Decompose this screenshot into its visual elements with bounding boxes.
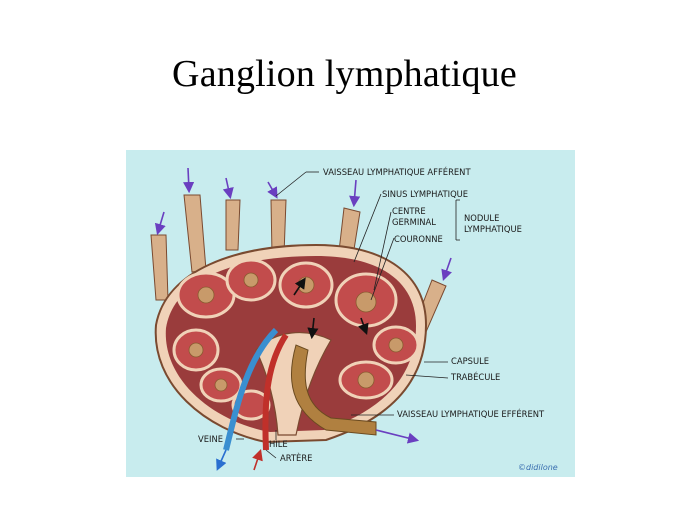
label-veine: VEINE (198, 434, 224, 444)
slide-title: Ganglion lymphatique (172, 53, 517, 95)
artery-flow-arrow (252, 448, 263, 471)
vein-flow-arrow (216, 449, 227, 471)
label-hile: HILE (269, 439, 288, 449)
label-nodule: NODULE (464, 213, 500, 223)
image-credit: ©didilone (518, 463, 558, 472)
label-capsule: CAPSULE (451, 356, 490, 366)
lymph-node-diagram: VAISSEAU LYMPHATIQUE AFFÉRENT SINUS LYMP… (126, 150, 575, 477)
lymph-node-illustration (150, 167, 460, 471)
label-trabecule: TRABÉCULE (451, 372, 501, 382)
label-lymphatique: LYMPHATIQUE (464, 224, 522, 234)
internal-flow-arrows (293, 277, 369, 340)
afferent-flow-arrows (154, 167, 452, 444)
efferent-vessel (290, 344, 377, 436)
label-sinus-lymphatique: SINUS LYMPHATIQUE (382, 189, 469, 199)
leader-lines (236, 171, 460, 459)
vein (223, 327, 279, 451)
germinal-centers (188, 272, 404, 392)
label-germinal: GERMINAL (392, 217, 436, 227)
label-vaisseau-afferent: VAISSEAU LYMPHATIQUE AFFÉRENT (323, 167, 471, 177)
lymph-nodules (172, 258, 420, 421)
label-couronne: COURONNE (394, 234, 443, 244)
label-vaisseau-efferent: VAISSEAU LYMPHATIQUE EFFÉRENT (397, 409, 545, 419)
label-centre: CENTRE (392, 206, 426, 216)
artery (262, 333, 289, 451)
label-artere: ARTÈRE (280, 453, 313, 463)
